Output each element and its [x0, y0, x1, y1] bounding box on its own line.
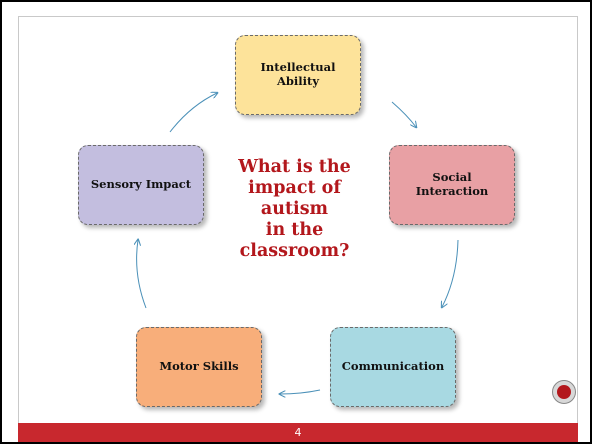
node-social-interaction: Social Interaction — [389, 145, 515, 225]
node-social-line-2: Interaction — [415, 184, 489, 198]
center-question-line-5: classroom? — [239, 241, 350, 261]
university-logo-icon — [552, 380, 576, 404]
logo-crest — [557, 385, 571, 399]
page-number: 4 — [294, 426, 302, 439]
arrow-intellectual-to-social — [391, 101, 416, 127]
arrow-social-to-communication — [442, 239, 459, 307]
center-question-line-2: impact of — [248, 178, 341, 198]
node-sensory-label: Sensory Impact — [90, 177, 192, 192]
node-sensory-impact: Sensory Impact — [78, 145, 204, 225]
node-intellectual-ability: Intellectual Ability — [235, 35, 361, 115]
center-question-line-4: in the — [265, 220, 324, 240]
footer-bar: 4 — [18, 423, 578, 442]
arrow-motor-to-sensory — [137, 240, 147, 309]
node-intellectual-line-1: Intellectual — [260, 60, 336, 75]
center-question: What is the impact of autism in the clas… — [202, 157, 387, 262]
node-communication-label: Communication — [341, 359, 445, 374]
node-social-line-1: Social — [432, 170, 472, 185]
node-communication: Communication — [330, 327, 456, 407]
node-motor-label: Motor Skills — [159, 359, 239, 374]
node-intellectual-line-2: Ability — [276, 74, 320, 88]
center-question-line-1: What is the — [238, 157, 351, 177]
node-motor-skills: Motor Skills — [136, 327, 262, 407]
center-question-line-3: autism — [260, 199, 329, 219]
arrow-sensory-to-intellectual — [169, 93, 217, 133]
arrow-communication-to-motor — [280, 389, 321, 394]
